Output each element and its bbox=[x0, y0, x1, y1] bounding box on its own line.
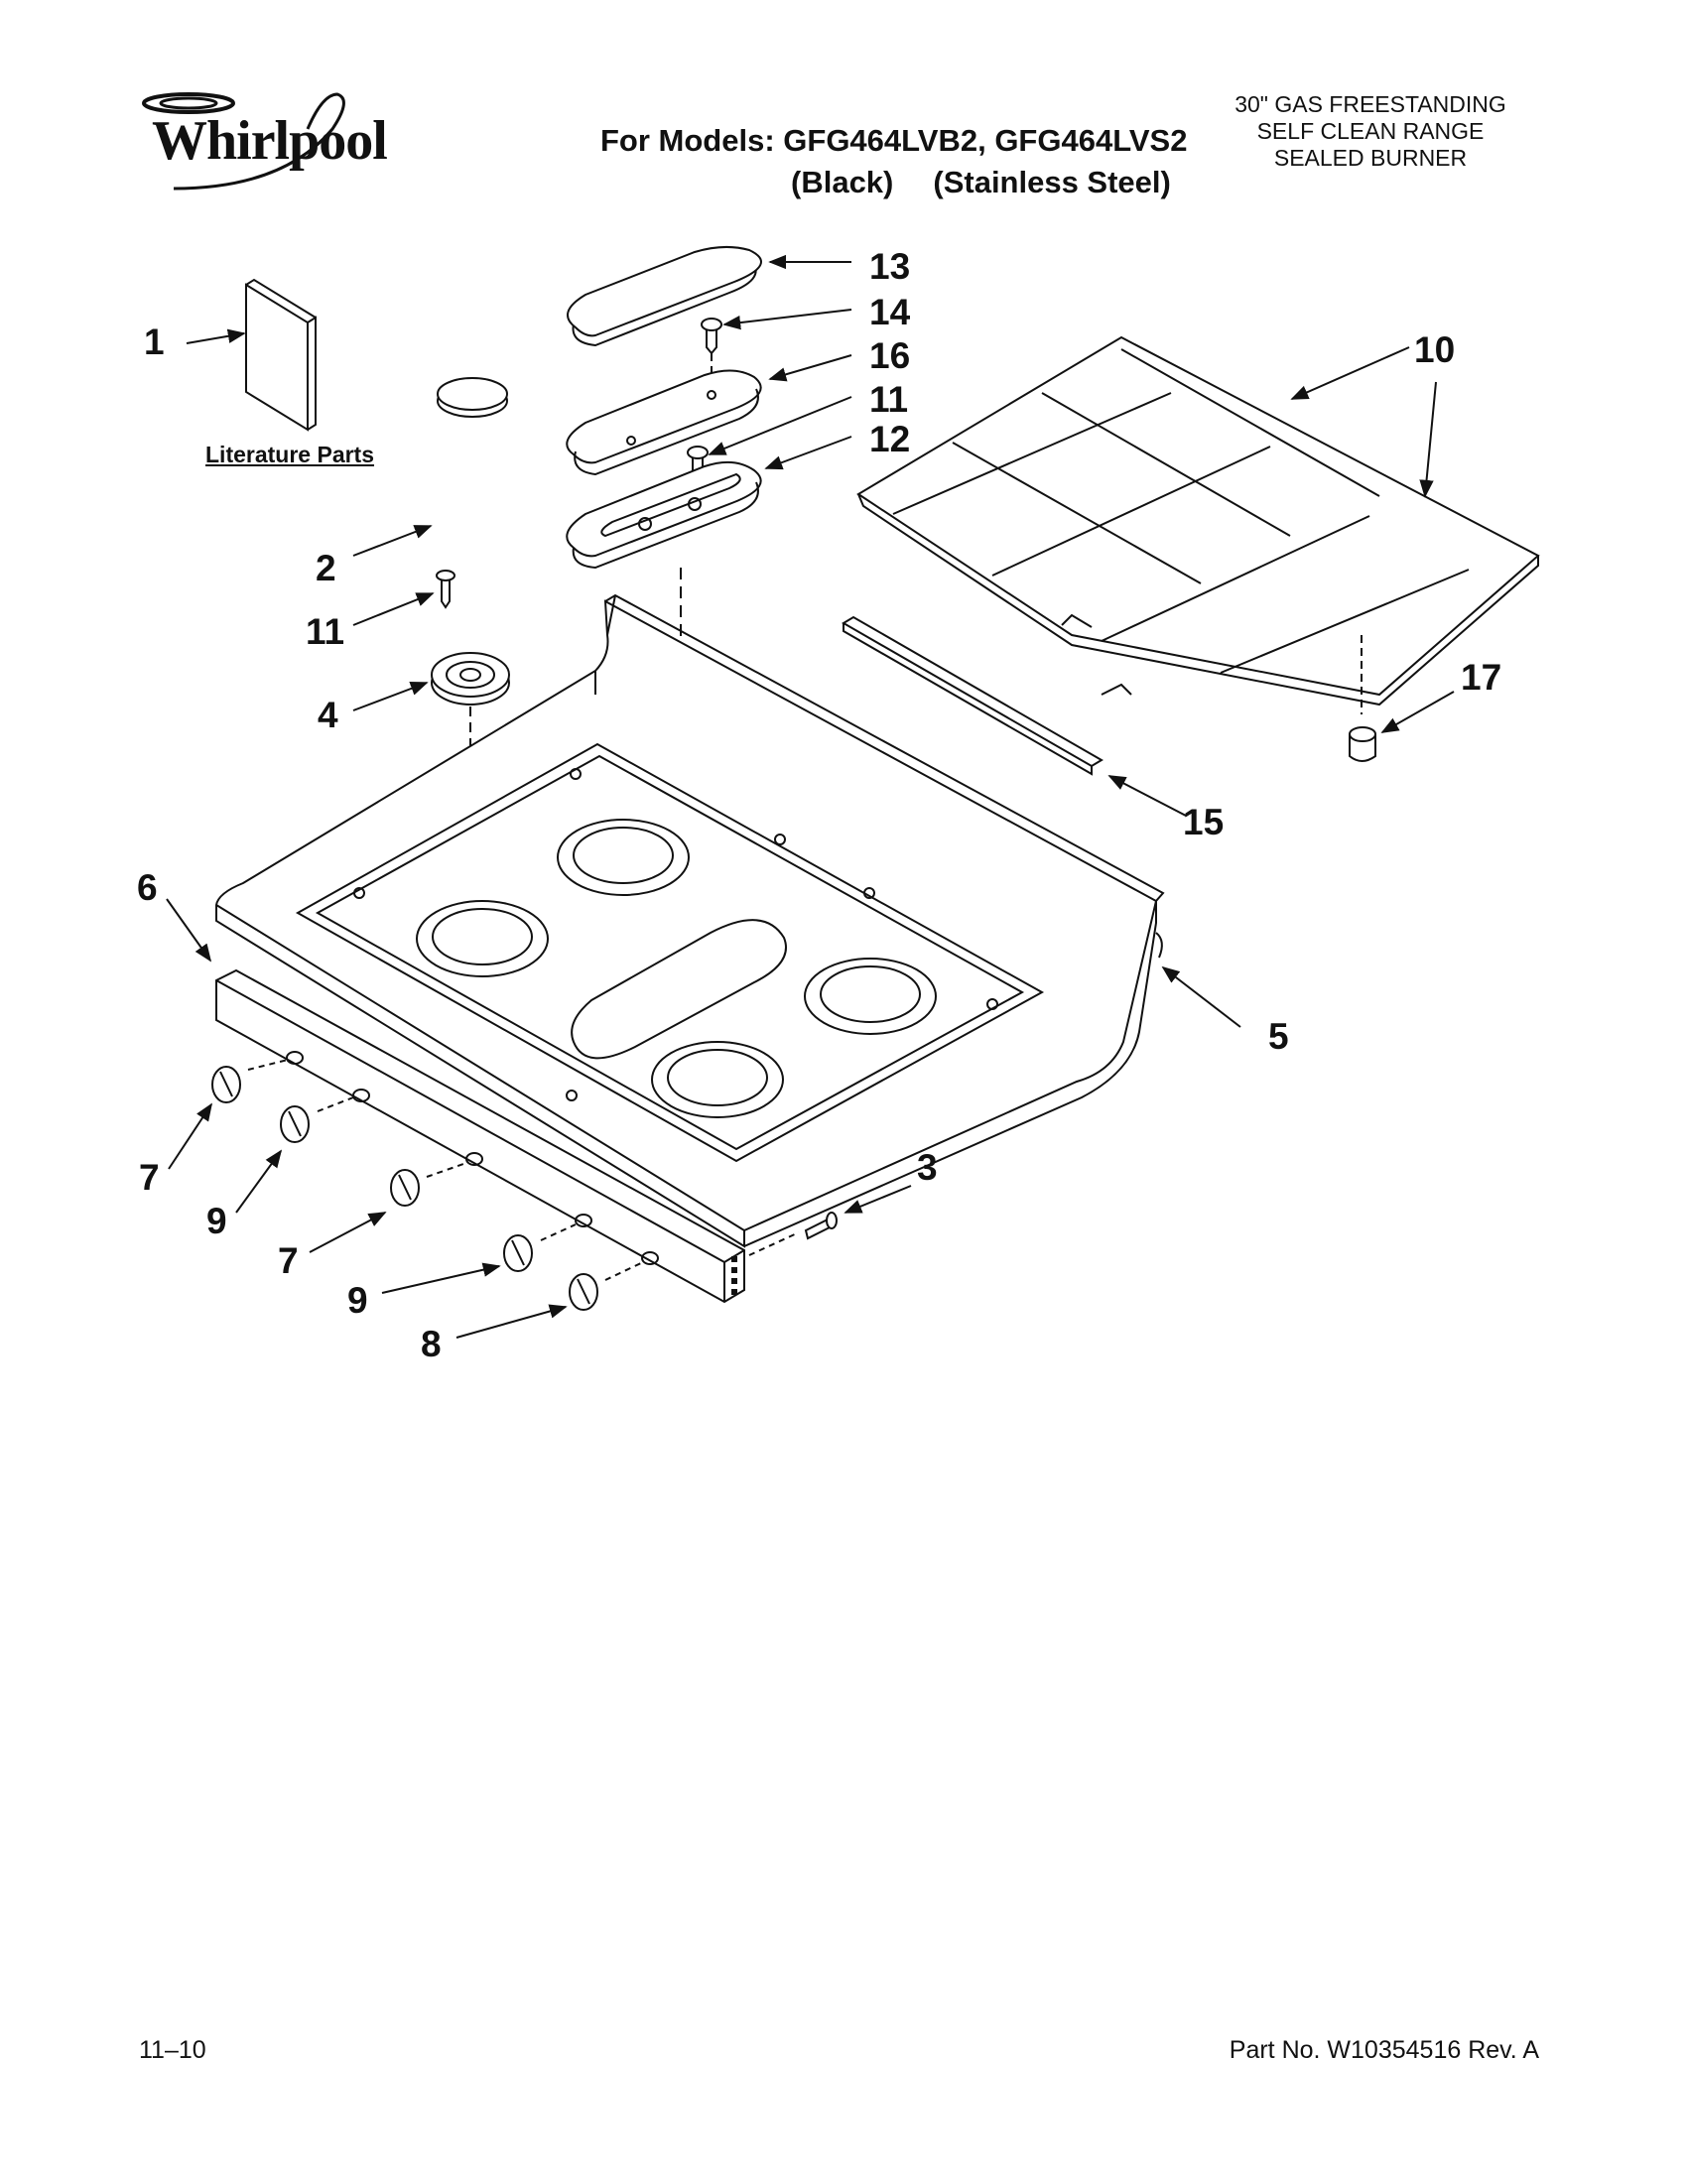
oval-burner-cap-icon bbox=[567, 246, 762, 347]
brand-name: Whirlpool bbox=[152, 110, 388, 172]
callout-5: 5 bbox=[1268, 1016, 1289, 1057]
callout-10: 10 bbox=[1414, 329, 1456, 370]
rubber-foot-icon bbox=[1349, 726, 1376, 762]
variant-black: (Black) bbox=[791, 165, 894, 199]
description-line: 30" GAS FREESTANDING bbox=[1234, 91, 1506, 117]
callout-15: 15 bbox=[1183, 802, 1225, 842]
callout-3: 3 bbox=[917, 1147, 938, 1188]
callout-4: 4 bbox=[318, 695, 338, 735]
callout-11: 11 bbox=[306, 611, 345, 652]
product-description: 30" GAS FREESTANDING SELF CLEAN RANGE SE… bbox=[1202, 91, 1539, 172]
control-knob-icon bbox=[569, 1273, 598, 1311]
logo-swoosh-icon bbox=[142, 92, 345, 191]
callout-6: 6 bbox=[137, 867, 158, 908]
control-knob-icon bbox=[280, 1105, 310, 1143]
burner-cap-icon bbox=[437, 377, 508, 418]
literature-booklet-icon bbox=[245, 278, 317, 432]
control-knob-icon bbox=[503, 1234, 533, 1272]
callout-13: 13 bbox=[869, 246, 911, 287]
screw-icon bbox=[701, 318, 722, 355]
screw-icon bbox=[804, 1212, 838, 1240]
gasket-strip-icon bbox=[842, 615, 1104, 776]
callout-7: 7 bbox=[139, 1157, 160, 1198]
control-knob-icon bbox=[211, 1066, 241, 1103]
callout-11: 11 bbox=[869, 379, 909, 420]
callout-16: 16 bbox=[869, 335, 911, 376]
whirlpool-logo: Whirlpool bbox=[134, 89, 392, 198]
oval-plate-icon bbox=[566, 369, 762, 476]
callout-7: 7 bbox=[278, 1240, 299, 1281]
callout-17: 17 bbox=[1461, 657, 1502, 698]
callout-8: 8 bbox=[421, 1324, 442, 1364]
description-line: SELF CLEAN RANGE bbox=[1256, 118, 1485, 144]
callout-2: 2 bbox=[316, 548, 336, 588]
literature-parts-label: Literature Parts bbox=[205, 442, 375, 467]
screw-icon bbox=[436, 570, 455, 609]
grate-icon bbox=[856, 335, 1540, 707]
callout-9: 9 bbox=[347, 1280, 368, 1321]
burner-base-icon bbox=[431, 652, 510, 706]
models-line: For Models: GFG464LVB2, GFG464LVS2 bbox=[600, 123, 1188, 158]
callout-12: 12 bbox=[869, 419, 911, 459]
cooktop-icon bbox=[214, 593, 1165, 1248]
callout-9: 9 bbox=[206, 1201, 227, 1241]
part-number: Part No. W10354516 Rev. A bbox=[1229, 2036, 1539, 2064]
variant-stainless: (Stainless Steel) bbox=[933, 165, 1171, 199]
manifold-panel-icon bbox=[215, 968, 745, 1304]
callout-14: 14 bbox=[869, 292, 911, 332]
date-code: 11–10 bbox=[139, 2036, 206, 2064]
oval-burner-base-icon bbox=[566, 460, 762, 570]
callout-1: 1 bbox=[144, 321, 165, 362]
control-knob-icon bbox=[390, 1169, 420, 1207]
description-line: SEALED BURNER bbox=[1273, 145, 1468, 171]
models-heading: For Models: GFG464LVB2, GFG464LVS2 (Blac… bbox=[600, 123, 1188, 199]
